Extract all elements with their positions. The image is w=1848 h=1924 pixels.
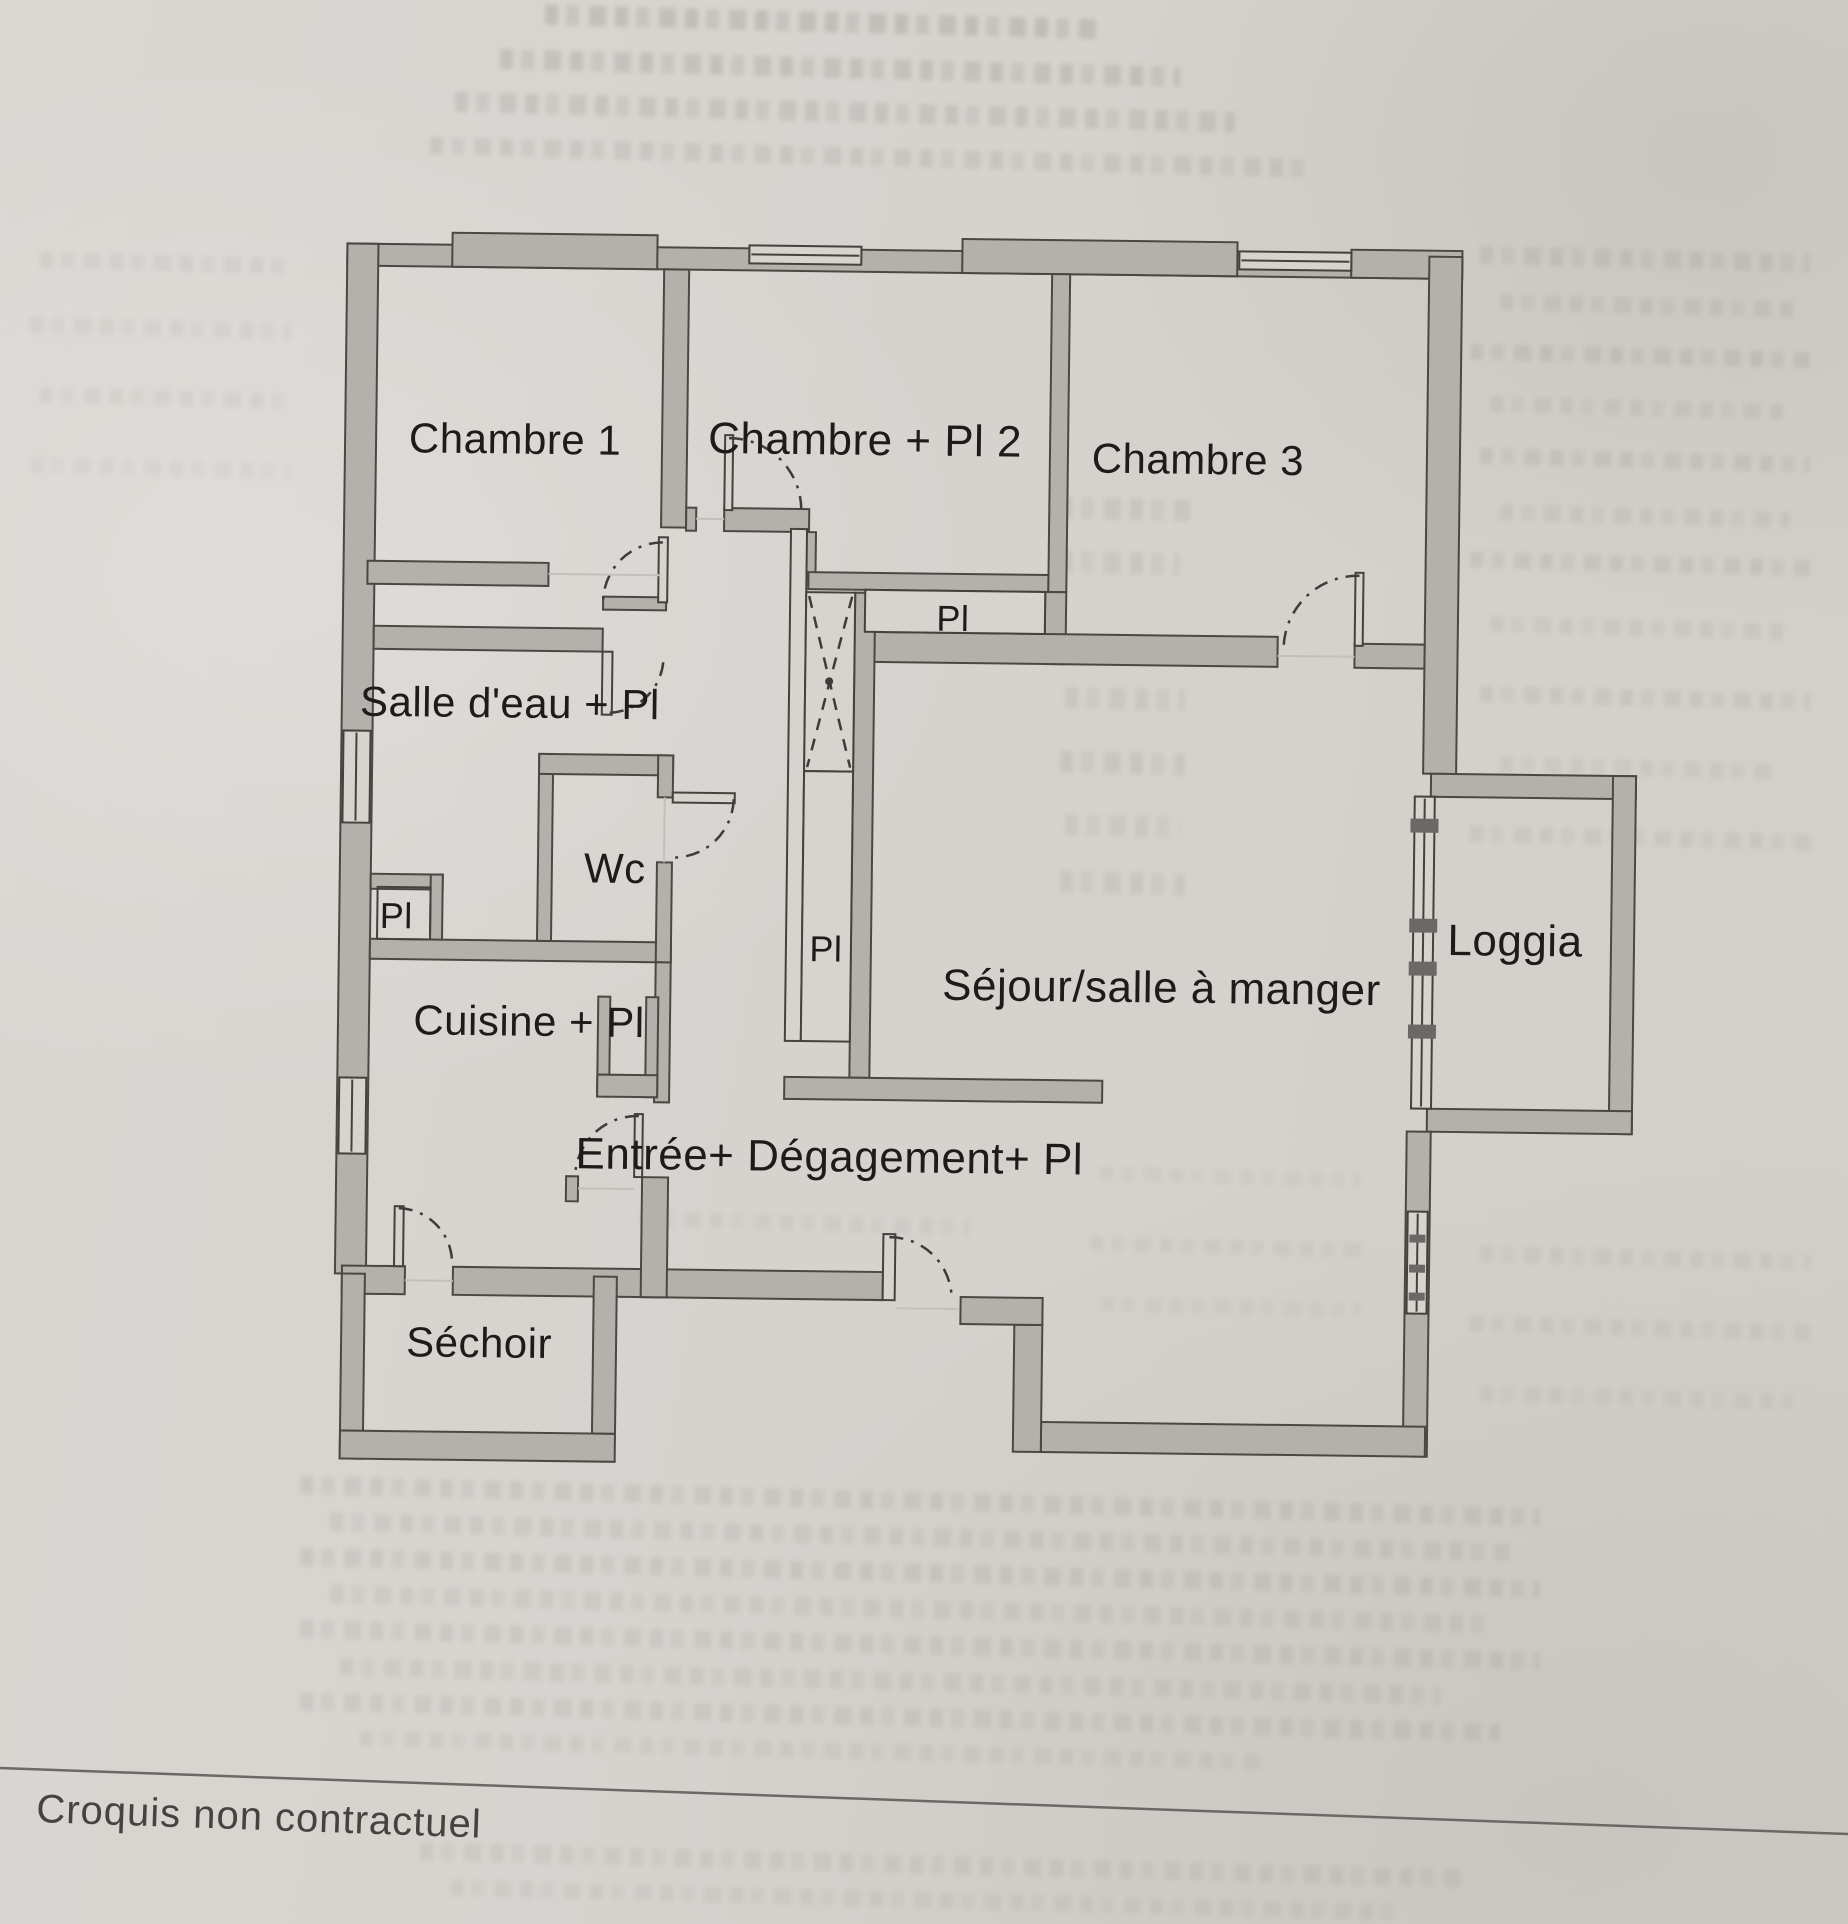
wall-salledeau-bottom (368, 937, 672, 964)
wall-chambre2-bottom-left (684, 506, 698, 532)
room-label-cuisine: Cuisine + Pl (413, 996, 645, 1046)
threshold (1277, 654, 1355, 658)
wall-salledeau-top (372, 624, 604, 653)
wall-cuisine-step (639, 1176, 670, 1299)
walls (333, 231, 1638, 1463)
closet-label-pl: Pl (809, 928, 843, 969)
wall-sejour-south (1039, 1420, 1427, 1458)
window-pane-tick (1407, 1024, 1437, 1039)
wall-sechoir-right (590, 1275, 618, 1435)
closet-label-pl: Pl (380, 895, 414, 936)
wall-chambre1-chambre2 (660, 268, 691, 529)
wall-sechoir-bottom (338, 1429, 616, 1463)
wall-sejour-top (853, 630, 1279, 668)
window-pane-tick (1409, 1264, 1426, 1273)
wall-wc-right (654, 861, 673, 964)
window-loggia-glazing (1420, 798, 1426, 1107)
room-label-sejour: Séjour/salle à manger (942, 961, 1381, 1015)
wall-chambre2-chambre3 (1047, 273, 1072, 594)
doors (392, 434, 1365, 1310)
wall-entree-north (783, 1075, 1104, 1104)
wall-top-window-band (451, 231, 659, 271)
wall-wc-left (535, 752, 555, 942)
room-label-chambre-2: Chambre + Pl 2 (708, 414, 1023, 467)
wall-wc-top (538, 752, 675, 777)
wall-cuisine-south (564, 1175, 580, 1203)
window-pane-tick (1409, 918, 1438, 933)
door-leaf-chambre3 (1353, 571, 1365, 647)
wall-chambre2-bottom-right (807, 571, 1050, 594)
wall-wc-right (656, 754, 675, 799)
loggia-wall-right (1607, 774, 1638, 1136)
threshold (896, 1307, 959, 1310)
wall-top-window-band (961, 237, 1239, 278)
threshold (404, 1279, 453, 1282)
caption-text: Croquis non contractuel (36, 1787, 483, 1847)
wall-cuisine-placard-bottom (596, 1073, 659, 1099)
duct-shaft-dot (825, 677, 834, 686)
door-arc-wc (674, 799, 735, 859)
door-leaf-chambre1 (657, 536, 669, 604)
door-leaf-sechoir (392, 1205, 405, 1268)
door-arc-chambre2 (729, 436, 803, 510)
room-label-sechoir: Séchoir (406, 1318, 552, 1367)
threshold (662, 797, 666, 863)
wall-entree-stub (959, 1296, 1044, 1327)
windows (337, 244, 1439, 1315)
wall-salledeau-jog (602, 595, 668, 612)
room-label-loggia: Loggia (1447, 916, 1583, 967)
door-arc-entree (889, 1235, 953, 1300)
wall-step-south (1011, 1323, 1044, 1454)
room-label-wc: Wc (584, 844, 646, 892)
wall-placard-salledeau-right (428, 873, 444, 941)
room-label-entree: Entrée+ Dégagement+ Pl (575, 1129, 1083, 1184)
loggia-wall-top (1429, 772, 1638, 801)
door-arc-chambre1 (601, 541, 663, 601)
loggia-wall-bottom (1425, 1107, 1633, 1136)
door-arc-cuisine (573, 1114, 639, 1176)
wall-sejour-top-stub (1353, 642, 1426, 670)
floor-plan: Chambre 1 Chambre + Pl 2 Chambre 3 Salle… (333, 231, 1638, 1463)
door-leaf-wc (671, 791, 736, 805)
threshold (577, 1187, 634, 1191)
window-top-2-glazing (1241, 259, 1350, 263)
threshold (548, 572, 661, 577)
closet-label-pl: Pl (936, 598, 970, 639)
closet-couloir (799, 770, 855, 1043)
thin-walls (375, 527, 1047, 1043)
window-left-2-glazing (350, 1079, 354, 1152)
door-leaf-salledeau (600, 650, 614, 716)
wall-right-upper (1422, 255, 1464, 776)
door-arc-sechoir (398, 1206, 454, 1264)
room-label-chambre-1: Chambre 1 (409, 414, 622, 464)
door-arc-chambre3 (1282, 574, 1360, 649)
caption-block: Croquis non contractuel (0, 1766, 1848, 1847)
wall-chambre1-bottom (366, 559, 550, 587)
window-pane-tick (1409, 1234, 1426, 1243)
door-arc-salledeau (609, 659, 665, 714)
door-leaf-chambre2 (723, 434, 735, 512)
window-left-1-glazing (354, 732, 358, 821)
door-leaf-entree (881, 1233, 897, 1302)
room-label-chambre-3: Chambre 3 (1092, 435, 1305, 485)
window-top-1-glazing (751, 253, 860, 257)
caption-rule (0, 1766, 1848, 1836)
room-labels: Chambre 1 Chambre + Pl 2 Chambre 3 Salle… (360, 414, 1583, 1367)
closet-couloir-haut (863, 588, 1047, 636)
window-pane-tick (1408, 961, 1437, 976)
closet-salledeau-inner (375, 885, 432, 941)
room-label-salle-deau: Salle d'eau + Pl (360, 678, 660, 729)
window-pane-tick (1408, 1292, 1425, 1301)
door-leaf-cuisine (633, 1113, 644, 1179)
window-pane-tick (1410, 818, 1439, 833)
